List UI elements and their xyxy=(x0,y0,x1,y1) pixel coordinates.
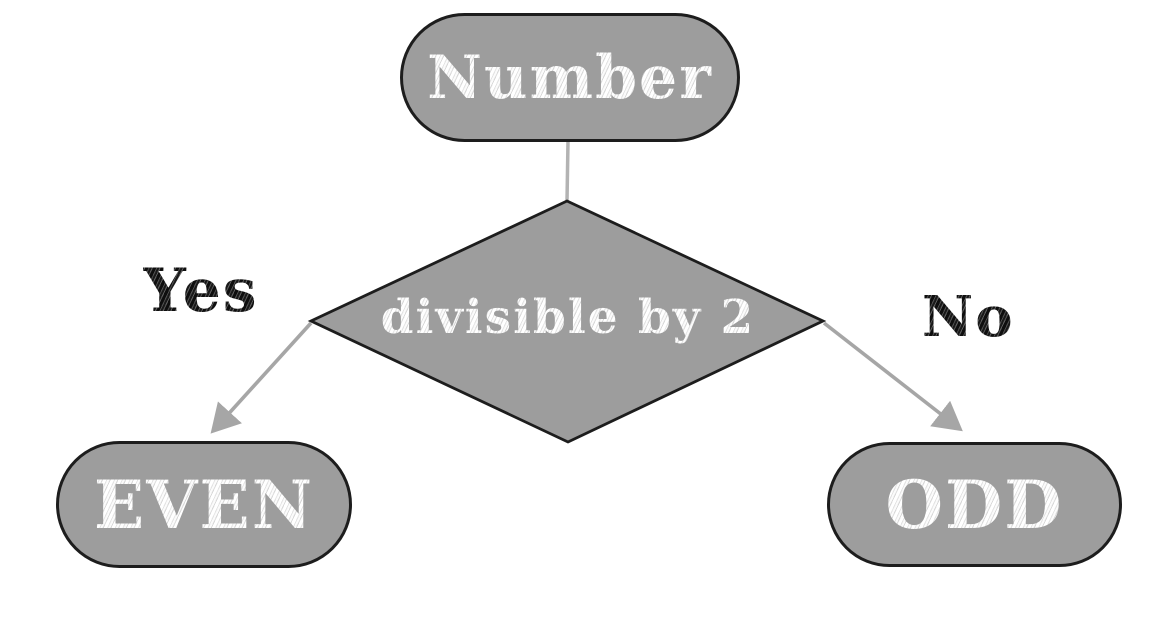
edge-number-to-decision xyxy=(565,140,570,202)
odd-node: ODD xyxy=(827,442,1122,567)
start-node: Number xyxy=(400,13,740,142)
no-arrow xyxy=(822,321,963,432)
start-node-label: Number xyxy=(427,42,713,113)
even-node: EVEN xyxy=(56,441,352,568)
decision-label: divisible by 2 xyxy=(332,290,804,345)
decision-diamond xyxy=(307,199,827,444)
yes-edge-label: Yes xyxy=(143,256,259,326)
even-node-label: EVEN xyxy=(93,465,315,544)
yes-arrow xyxy=(210,321,313,434)
no-edge-label: No xyxy=(922,284,1015,350)
odd-node-label: ODD xyxy=(885,465,1064,544)
